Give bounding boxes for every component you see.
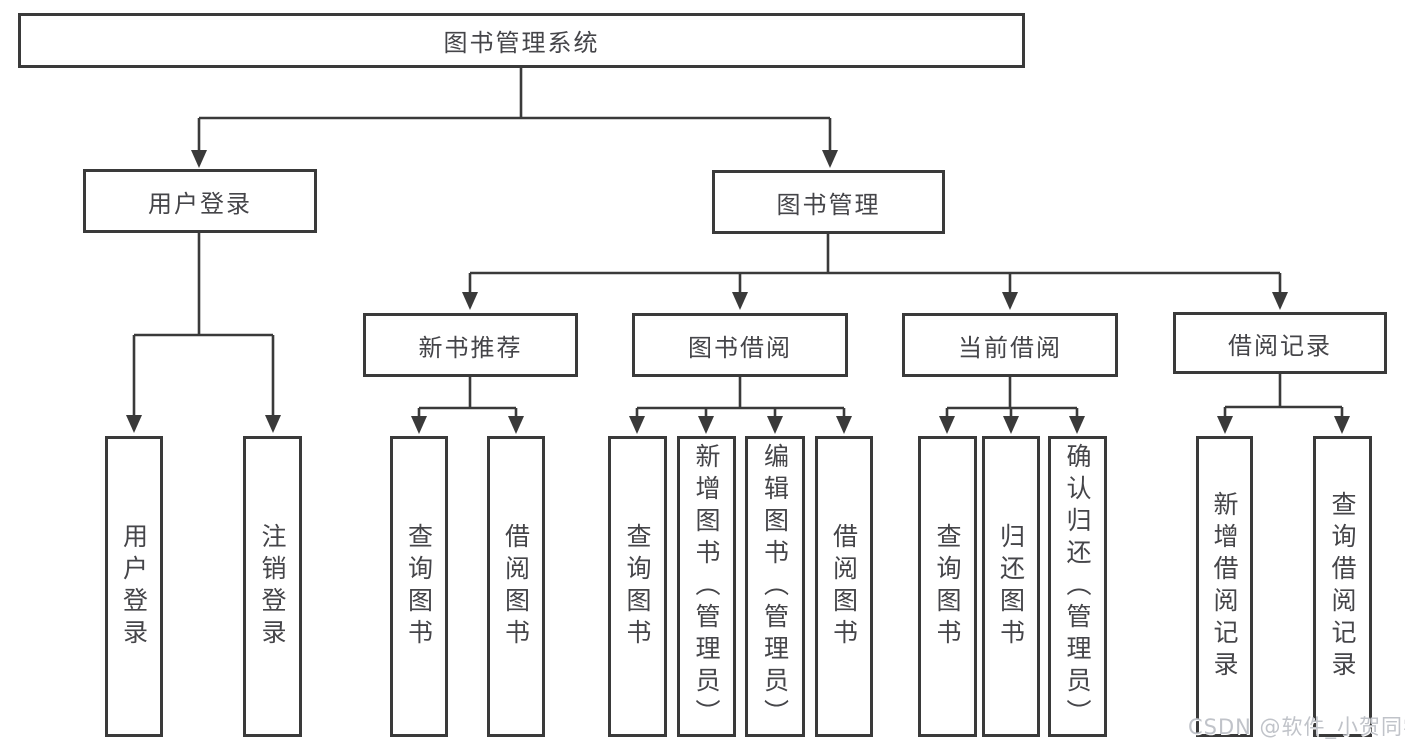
leaf-add-books-admin-label: 新增图书（管理员）	[692, 442, 721, 731]
node-borrowing-records: 借阅记录	[1173, 312, 1387, 374]
node-current-borrowing-label: 当前借阅	[958, 333, 1062, 362]
leaf-return-books: 归还图书	[982, 436, 1040, 737]
leaf-query-books-current-label: 查询图书	[933, 522, 962, 651]
node-new-book-recommend: 新书推荐	[363, 313, 578, 377]
node-book-management: 图书管理	[712, 170, 945, 234]
leaf-query-books-current: 查询图书	[918, 436, 977, 737]
leaf-add-borrow-record: 新增借阅记录	[1196, 436, 1253, 737]
node-user-login: 用户登录	[83, 169, 317, 233]
node-new-book-recommend-label: 新书推荐	[418, 333, 523, 362]
leaf-add-books-admin: 新增图书（管理员）	[677, 436, 736, 737]
leaf-user-login-label: 用户登录	[119, 522, 149, 651]
leaf-query-borrow-record-label: 查询借阅记录	[1328, 490, 1357, 683]
node-book-borrowing-label: 图书借阅	[688, 333, 792, 362]
leaf-user-login: 用户登录	[105, 436, 163, 737]
leaf-confirm-return-admin-label: 确认归还（管理员）	[1063, 442, 1092, 731]
leaf-query-borrow-record: 查询借阅记录	[1313, 436, 1372, 737]
leaf-return-books-label: 归还图书	[996, 522, 1026, 651]
leaf-query-books-recommend: 查询图书	[390, 436, 448, 737]
leaf-edit-books-admin-label: 编辑图书（管理员）	[760, 442, 790, 731]
csdn-watermark: CSDN @软件_小贺同学	[1188, 715, 1405, 739]
leaf-add-borrow-record-label: 新增借阅记录	[1210, 490, 1239, 683]
node-borrowing-records-label: 借阅记录	[1228, 331, 1332, 360]
leaf-logout: 注销登录	[243, 436, 302, 737]
node-root-system: 图书管理系统	[18, 13, 1025, 68]
leaf-query-books-borrow: 查询图书	[608, 436, 667, 737]
leaf-confirm-return-admin: 确认归还（管理员）	[1048, 436, 1107, 737]
leaf-borrow-books-recommend-label: 借阅图书	[501, 522, 531, 651]
leaf-logout-label: 注销登录	[258, 522, 287, 651]
leaf-borrow-books-recommend: 借阅图书	[487, 436, 545, 737]
node-user-login-label: 用户登录	[148, 189, 252, 218]
node-book-management-label: 图书管理	[776, 190, 881, 219]
leaf-borrow-books-label: 借阅图书	[829, 522, 859, 651]
leaf-edit-books-admin: 编辑图书（管理员）	[745, 436, 805, 737]
node-current-borrowing: 当前借阅	[902, 313, 1118, 377]
node-root-label: 图书管理系统	[443, 29, 600, 57]
leaf-query-books-borrow-label: 查询图书	[623, 522, 652, 651]
node-book-borrowing: 图书借阅	[632, 313, 848, 377]
leaf-borrow-books: 借阅图书	[815, 436, 873, 737]
leaf-query-books-recommend-label: 查询图书	[404, 522, 434, 651]
